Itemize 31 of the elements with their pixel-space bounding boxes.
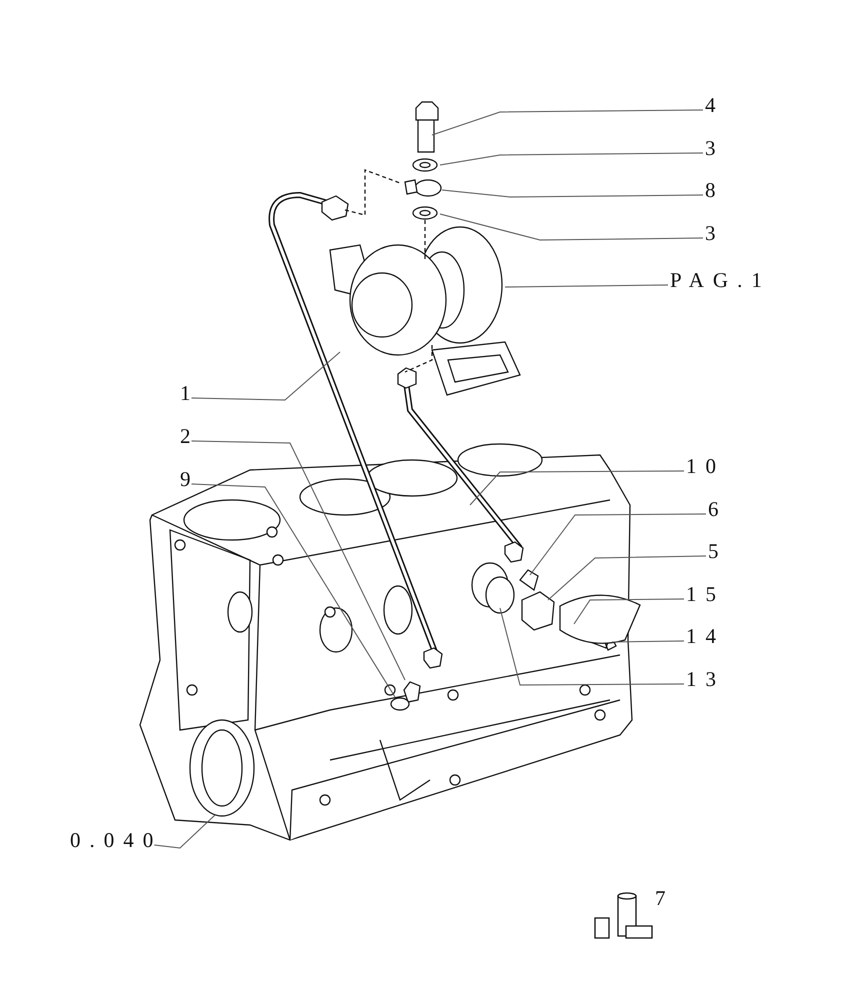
callout-number: 7 [655, 886, 674, 910]
leader-line [548, 556, 706, 600]
callout-number: 4 [705, 93, 724, 117]
callout-number: PAG.1 [670, 268, 771, 292]
leader-line [574, 598, 684, 624]
leader-line [191, 352, 340, 400]
leader-line [504, 284, 668, 288]
callout-number: 2 [180, 424, 200, 448]
callout-number: 0.040 [70, 828, 162, 852]
callout-number: 1 [180, 381, 200, 405]
callout-number: 6 [708, 497, 728, 521]
leader-line [612, 640, 684, 642]
leader-line [440, 214, 704, 240]
leader-line [191, 484, 396, 698]
callout-number: 3 [705, 136, 724, 160]
leader-line [154, 814, 216, 849]
callout-number: 5 [708, 539, 728, 563]
callout-number: 8 [705, 178, 724, 202]
callout-number: 13 [686, 667, 725, 691]
leader-line [440, 152, 704, 166]
leader-line [191, 440, 406, 680]
callout-number: 14 [686, 624, 725, 648]
callout-number: 15 [686, 582, 725, 606]
callout-number: 9 [180, 467, 200, 491]
callout-number: 10 [686, 454, 725, 478]
callout-number: 3 [705, 221, 724, 245]
leader-line [530, 514, 706, 576]
leader-line [442, 190, 704, 198]
leader-line [470, 470, 684, 506]
leader-line [500, 608, 684, 686]
leader-line [432, 110, 704, 136]
